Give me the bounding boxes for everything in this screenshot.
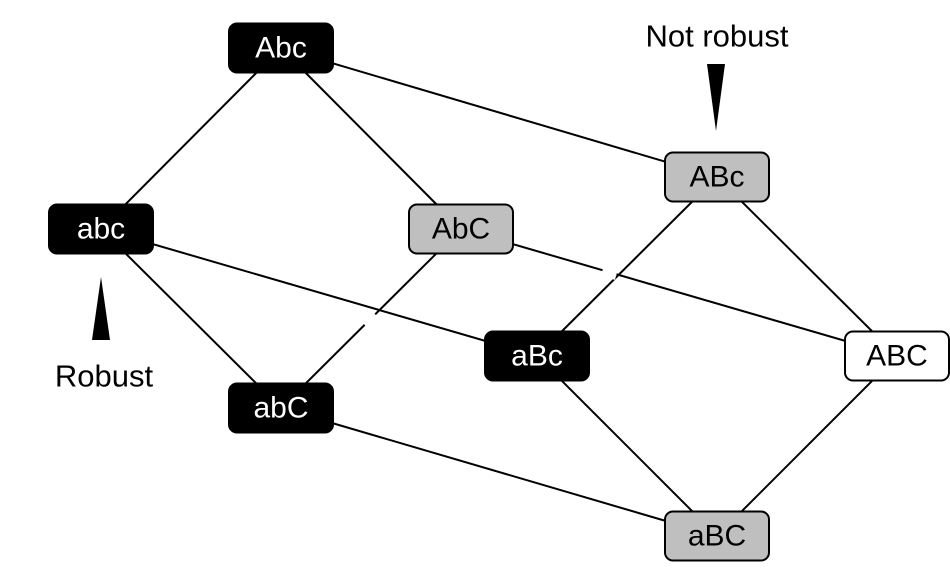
edge-ABC-aBC: [716, 355, 898, 537]
edge-abC-aBC: [280, 407, 718, 537]
node-box-aBC: [664, 510, 770, 562]
edge-ABc-ABC: [716, 176, 898, 357]
node-box-abC: [228, 382, 334, 434]
crossing-gap-0: [360, 310, 377, 326]
edge-ABc-aBc: [536, 176, 718, 357]
not-robust-pointer-icon: [707, 64, 725, 131]
edges: [100, 47, 898, 537]
node-box-ABC: [844, 330, 950, 382]
node-abc: abc: [48, 203, 154, 255]
node-aBC: aBC: [664, 510, 770, 562]
edge-abc-abC: [100, 228, 282, 409]
node-label-aBC: aBC: [688, 520, 746, 553]
node-ABC: ABC: [844, 330, 950, 382]
edge-abc-aBc: [100, 228, 538, 357]
node-box-aBc: [484, 330, 590, 382]
edge-Abc-abc: [100, 47, 282, 230]
nodes: Abc abc AbC abC ABc aBc ABC aBC: [48, 22, 950, 562]
node-label-abc: abc: [77, 213, 125, 246]
annotations: Robust Not robust: [55, 19, 789, 394]
edge-aBc-aBC: [536, 355, 718, 537]
node-label-ABc: ABc: [689, 161, 744, 194]
edge-AbC-ABC: [460, 228, 898, 357]
robust-pointer-icon: [92, 277, 110, 340]
edge-Abc-AbC: [280, 47, 462, 230]
crossing-gaps: [360, 268, 618, 326]
node-box-abc: [48, 203, 154, 255]
node-box-AbC: [408, 203, 514, 255]
node-label-Abc: Abc: [255, 32, 307, 65]
node-label-ABC: ABC: [866, 340, 928, 373]
node-box-Abc: [228, 22, 334, 74]
node-label-abC: abC: [253, 392, 308, 425]
node-box-ABc: [664, 151, 770, 203]
node-label-AbC: AbC: [432, 213, 490, 246]
not-robust-label: Not robust: [645, 19, 788, 54]
robust-label: Robust: [55, 359, 154, 394]
node-AbC: AbC: [408, 203, 514, 255]
node-abC: abC: [228, 382, 334, 434]
edge-Abc-ABc: [280, 47, 718, 178]
crossing-gap-1: [600, 268, 618, 280]
node-ABc: ABc: [664, 151, 770, 203]
node-label-aBc: aBc: [511, 340, 563, 373]
node-Abc: Abc: [228, 22, 334, 74]
node-aBc: aBc: [484, 330, 590, 382]
